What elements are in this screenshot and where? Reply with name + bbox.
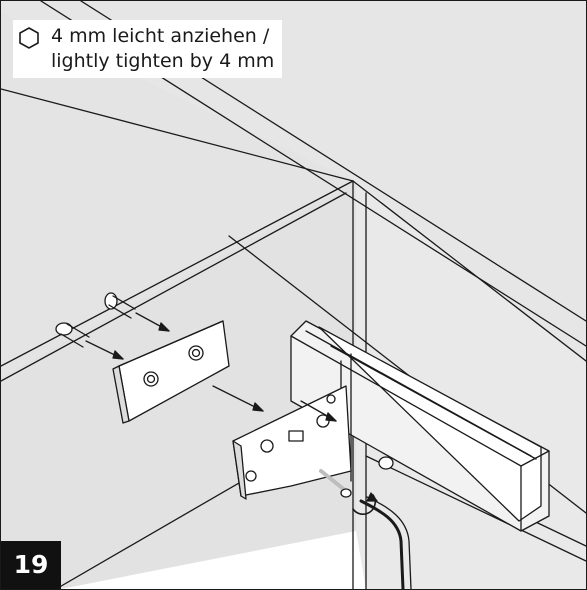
step-number-badge: 19 <box>1 541 61 589</box>
hex-key-tool <box>352 492 412 589</box>
hinge-body <box>290 320 550 532</box>
instruction-caption: 4 mm leicht anziehen / lightly tighten b… <box>13 20 283 78</box>
hinge-mounting-plate <box>232 385 352 500</box>
hex-key-icon <box>19 27 39 49</box>
assembly-arrows <box>85 312 337 422</box>
instruction-text-de: 4 mm leicht anziehen / <box>51 25 270 47</box>
cover-plate <box>112 320 230 424</box>
screws <box>55 292 394 498</box>
instruction-text-en: lightly tighten by 4 mm <box>51 50 275 72</box>
